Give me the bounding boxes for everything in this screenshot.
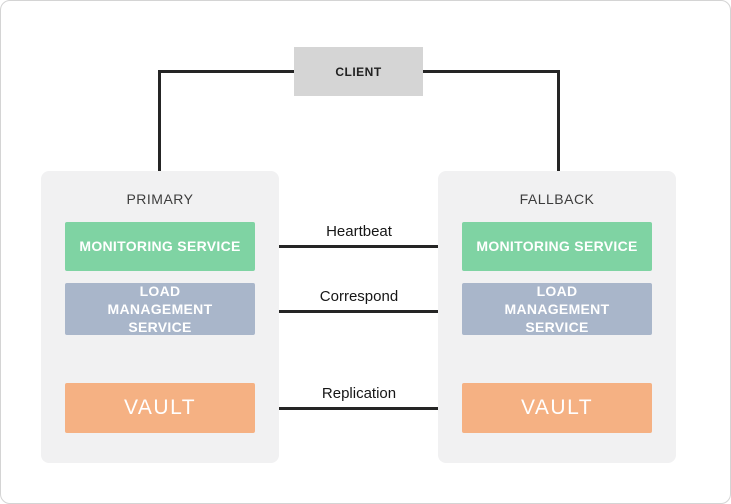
heartbeat-line xyxy=(253,245,465,248)
fallback-vault-node: VAULT xyxy=(462,383,652,433)
client-node: CLIENT xyxy=(294,47,423,96)
primary-monitoring-service-node: MONITORING SERVICE xyxy=(65,222,255,271)
primary-panel-title: PRIMARY xyxy=(126,191,194,207)
primary-load-management-service-node: LOAD MANAGEMENT SERVICE xyxy=(65,283,255,335)
client-to-primary-line-horizontal xyxy=(158,70,294,73)
replication-line xyxy=(253,407,465,410)
fallback-panel: FALLBACK MONITORING SERVICE LOAD MANAGEM… xyxy=(438,171,676,463)
client-to-fallback-line-horizontal xyxy=(423,70,560,73)
fallback-panel-title: FALLBACK xyxy=(519,191,595,207)
replication-label: Replication xyxy=(321,385,397,402)
correspond-line xyxy=(253,310,465,313)
correspond-label: Correspond xyxy=(319,288,399,305)
fallback-load-management-service-node: LOAD MANAGEMENT SERVICE xyxy=(462,283,652,335)
primary-vault-node: VAULT xyxy=(65,383,255,433)
client-to-fallback-line-vertical xyxy=(557,70,560,172)
client-to-primary-line-vertical xyxy=(158,70,161,172)
fallback-monitoring-service-node: MONITORING SERVICE xyxy=(462,222,652,271)
heartbeat-label: Heartbeat xyxy=(326,223,392,240)
primary-panel: PRIMARY MONITORING SERVICE LOAD MANAGEME… xyxy=(41,171,279,463)
